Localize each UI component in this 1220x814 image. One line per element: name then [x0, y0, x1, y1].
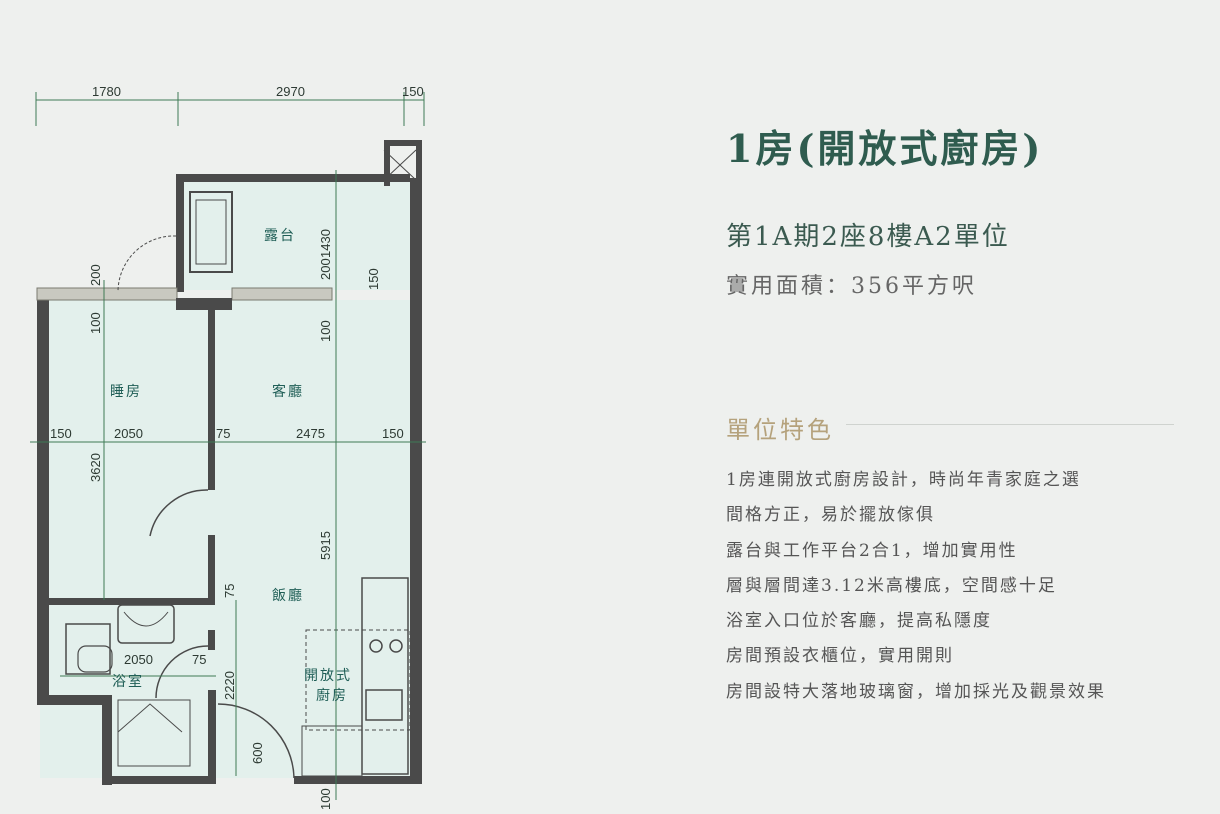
info-panel: 1房(開放式廚房): [726, 118, 1186, 173]
dim-mid-2050: 2050: [114, 426, 143, 441]
dim-mid-150-right: 150: [382, 426, 404, 441]
page-title: 1房(開放式廚房): [726, 126, 1044, 171]
fridge: [301, 725, 363, 777]
features-list: 1房連開放式廚房設計，時尚年青家庭之選 間格方正，易於擺放傢俱 露台與工作平台2…: [726, 466, 1106, 713]
hob-left: [369, 639, 383, 653]
room-kitchen-line2: 廚房: [316, 687, 348, 704]
room-dining: 飯廳: [272, 587, 304, 604]
dim-mid-75: 75: [216, 426, 230, 441]
dim-mid-150-left: 150: [50, 426, 72, 441]
interior-fill: [40, 300, 410, 778]
dim-v-200-left: 200: [88, 264, 103, 286]
dim-top-150: 150: [402, 84, 424, 99]
utility-cross-2: [383, 149, 417, 181]
saleable-area: 實用面積：356平方呎: [726, 274, 977, 299]
dim-bath-75: 75: [192, 652, 206, 667]
unit-name: 第1A期2座8樓A2單位: [726, 222, 1010, 252]
room-bathroom: 浴室: [112, 673, 144, 690]
feature-item: 1房連開放式廚房設計，時尚年青家庭之選: [726, 470, 1081, 490]
dim-v-100-left: 100: [88, 312, 103, 334]
floor-plan: 1780 2970 150 150 2050 75 2475 150 1430 …: [30, 84, 426, 810]
dim-v-100-right: 100: [318, 320, 333, 342]
entrance-door-swing: [217, 703, 295, 779]
dim-bath-2050: 2050: [124, 652, 153, 667]
walls: [37, 140, 422, 785]
room-living: 客廳: [272, 383, 304, 400]
balcony-cabinet: [189, 191, 233, 273]
features-divider: [846, 424, 1174, 425]
balcony-wall-stub: [176, 298, 232, 310]
kitchen-zone: [305, 629, 411, 731]
room-balcony: 露台: [264, 228, 296, 244]
shower-door: [117, 703, 183, 733]
dimension-lines: [30, 92, 426, 800]
dim-v-75: 75: [222, 584, 237, 598]
dim-v-150: 150: [366, 268, 381, 290]
shower-tray: [117, 699, 191, 767]
basin-bowl: [123, 611, 169, 627]
toilet-bowl: [77, 645, 113, 673]
dim-top-1780: 1780: [92, 84, 121, 99]
dim-v-1430: 1430: [318, 229, 333, 258]
features-heading: 單位特色: [726, 416, 834, 444]
feature-item: 間格方正，易於擺放傢俱: [726, 505, 935, 526]
room-bedroom: 睡房: [110, 384, 142, 400]
kitchen-sink: [365, 689, 403, 721]
dim-v-600: 600: [250, 742, 265, 764]
dim-top-2970: 2970: [276, 84, 305, 99]
bedroom-door-swing: [149, 489, 209, 537]
bathroom-door-swing: [155, 645, 209, 699]
dim-v-5915: 5915: [318, 531, 333, 560]
dim-mid-2475: 2475: [296, 426, 325, 441]
feature-item: 房間預設衣櫃位，實用開則: [726, 646, 954, 667]
balcony-door-swing: [117, 235, 177, 293]
balcony-cabinet-inner: [195, 199, 227, 265]
feature-item: 露台與工作平台2合1，增加實用性: [726, 540, 1018, 561]
balcony-sill-left: [36, 287, 178, 301]
kitchen-counter: [361, 577, 409, 775]
room-kitchen-line1: 開放式: [304, 668, 352, 684]
balcony-sill-right: [231, 287, 333, 301]
feature-item: 浴室入口位於客廳，提高私隱度: [726, 611, 992, 632]
feature-item: 層與層間達3.12米高樓底，空間感十足: [726, 575, 1057, 596]
dim-v-2220: 2220: [222, 671, 237, 700]
dim-v-200-right: 200: [318, 258, 333, 280]
interior-walls: [48, 310, 215, 650]
dim-v-100-bottom: 100: [318, 788, 333, 810]
dim-v-3620: 3620: [88, 453, 103, 482]
feature-item: 房間設特大落地玻璃窗，增加採光及觀景效果: [726, 681, 1106, 702]
basin: [117, 604, 175, 644]
hob-right: [389, 639, 403, 653]
